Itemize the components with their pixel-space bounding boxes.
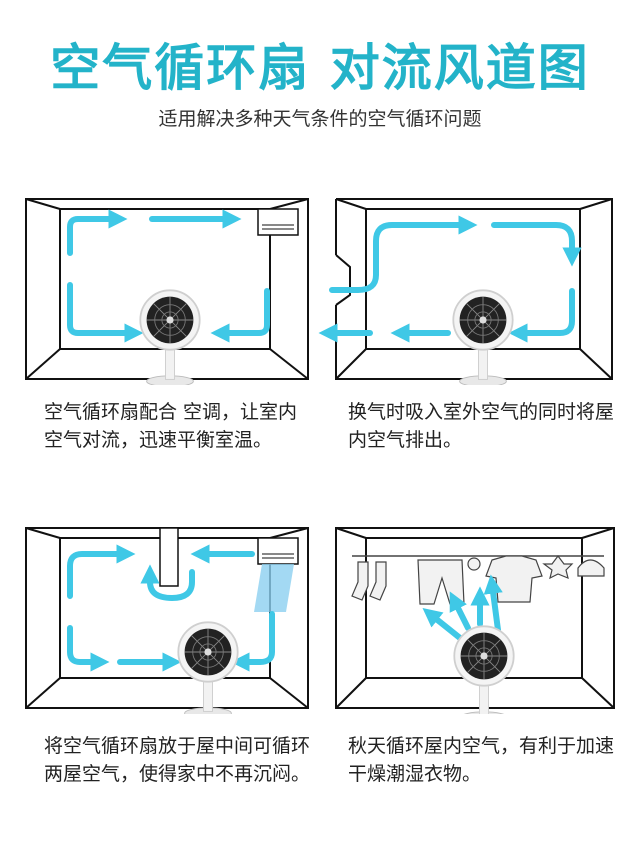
flow-arrow-icon	[67, 209, 270, 343]
fan-icon	[177, 621, 239, 714]
caption-panel-4: 秋天循环屋内空气，有利于加速干燥潮湿衣物。	[348, 735, 615, 785]
air-conditioner-icon	[257, 537, 299, 565]
panel-two-rooms	[22, 524, 312, 714]
flow-arrow-icon	[67, 544, 275, 672]
fan-icon	[452, 289, 514, 385]
panel-ventilation	[318, 195, 616, 385]
partition-wall	[159, 527, 179, 587]
caption-panel-2: 换气时吸入室外空气的同时将屋内空气排出。	[348, 401, 615, 451]
caption-panel-1: 空气循环扇配合 空调，让室内空气对流，迅速平衡室温。	[44, 401, 298, 451]
flow-arrow-icon	[318, 215, 582, 343]
panel-ac-cooling	[22, 195, 312, 385]
fan-icon	[453, 625, 515, 714]
page-subtitle: 适用解决多种天气条件的空气循环问题	[158, 108, 482, 130]
caption-panel-3: 将空气循环扇放于屋中间可循环两屋空气，使得家中不再沉闷。	[44, 735, 311, 785]
flow-arrow-icon	[422, 574, 503, 641]
page-title: 空气循环扇 对流风道图	[50, 39, 590, 97]
air-conditioner-icon	[257, 208, 299, 236]
panel-drying-clothes	[332, 524, 618, 714]
fan-icon	[139, 289, 201, 385]
cold-air-beam	[254, 564, 294, 612]
